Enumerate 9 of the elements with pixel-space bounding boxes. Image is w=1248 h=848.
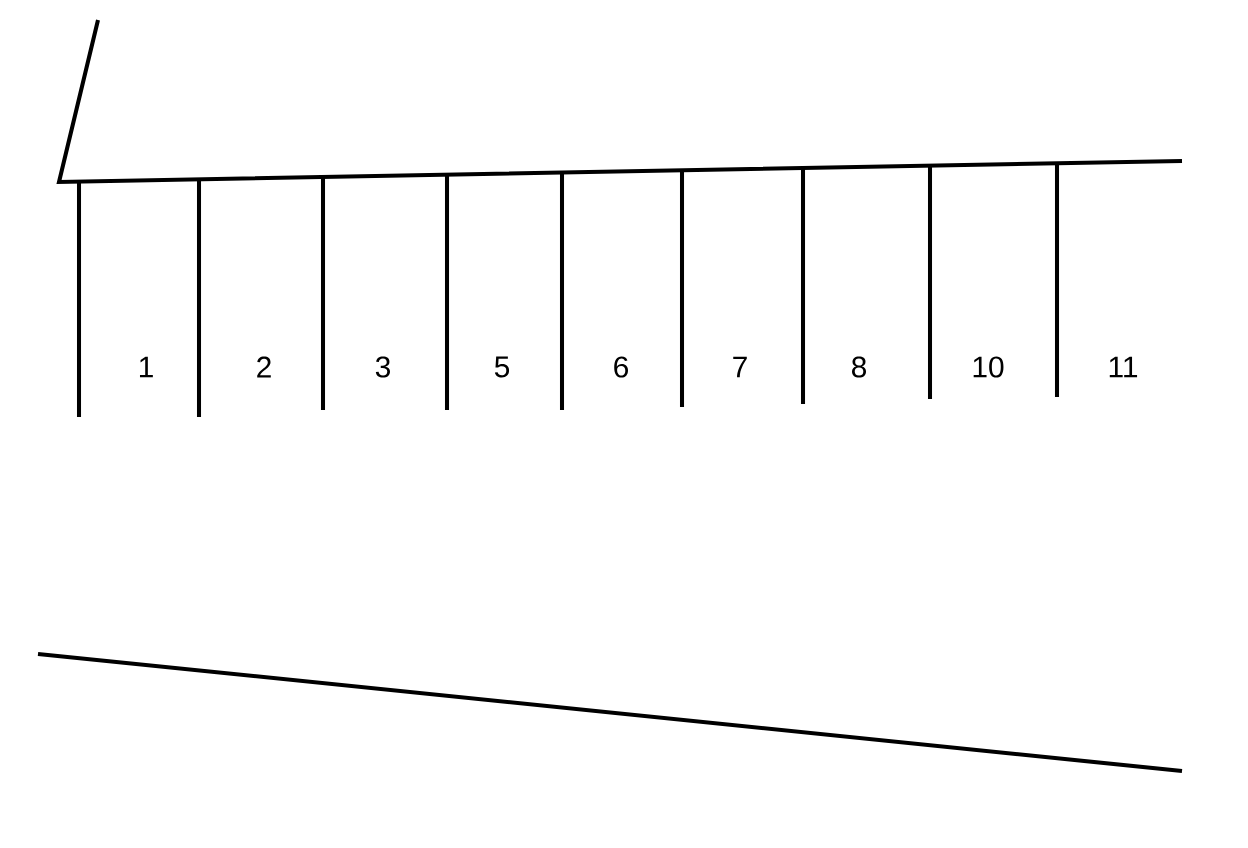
space-number: 8 [852, 356, 866, 378]
space-number: 3 [375, 356, 390, 378]
space-number: 7 [733, 356, 747, 378]
space-number: 10 [973, 356, 1004, 378]
space-number: 11 [1109, 356, 1138, 378]
space-number: 2 [257, 356, 271, 378]
space-number: 6 [614, 356, 628, 378]
space-number: 5 [494, 356, 510, 378]
space-number: 1 [140, 356, 153, 378]
